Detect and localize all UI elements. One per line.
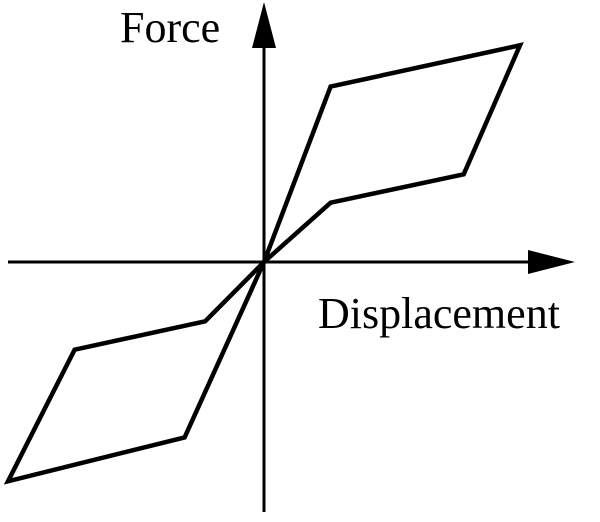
loop-positive (261, 42, 524, 264)
loop-negative (3, 260, 267, 485)
x-axis-label: Displacement (318, 289, 560, 338)
y-axis-arrow-icon (252, 2, 276, 48)
y-axis-label: Force (120, 3, 221, 52)
x-axis-arrow-icon (528, 250, 575, 274)
